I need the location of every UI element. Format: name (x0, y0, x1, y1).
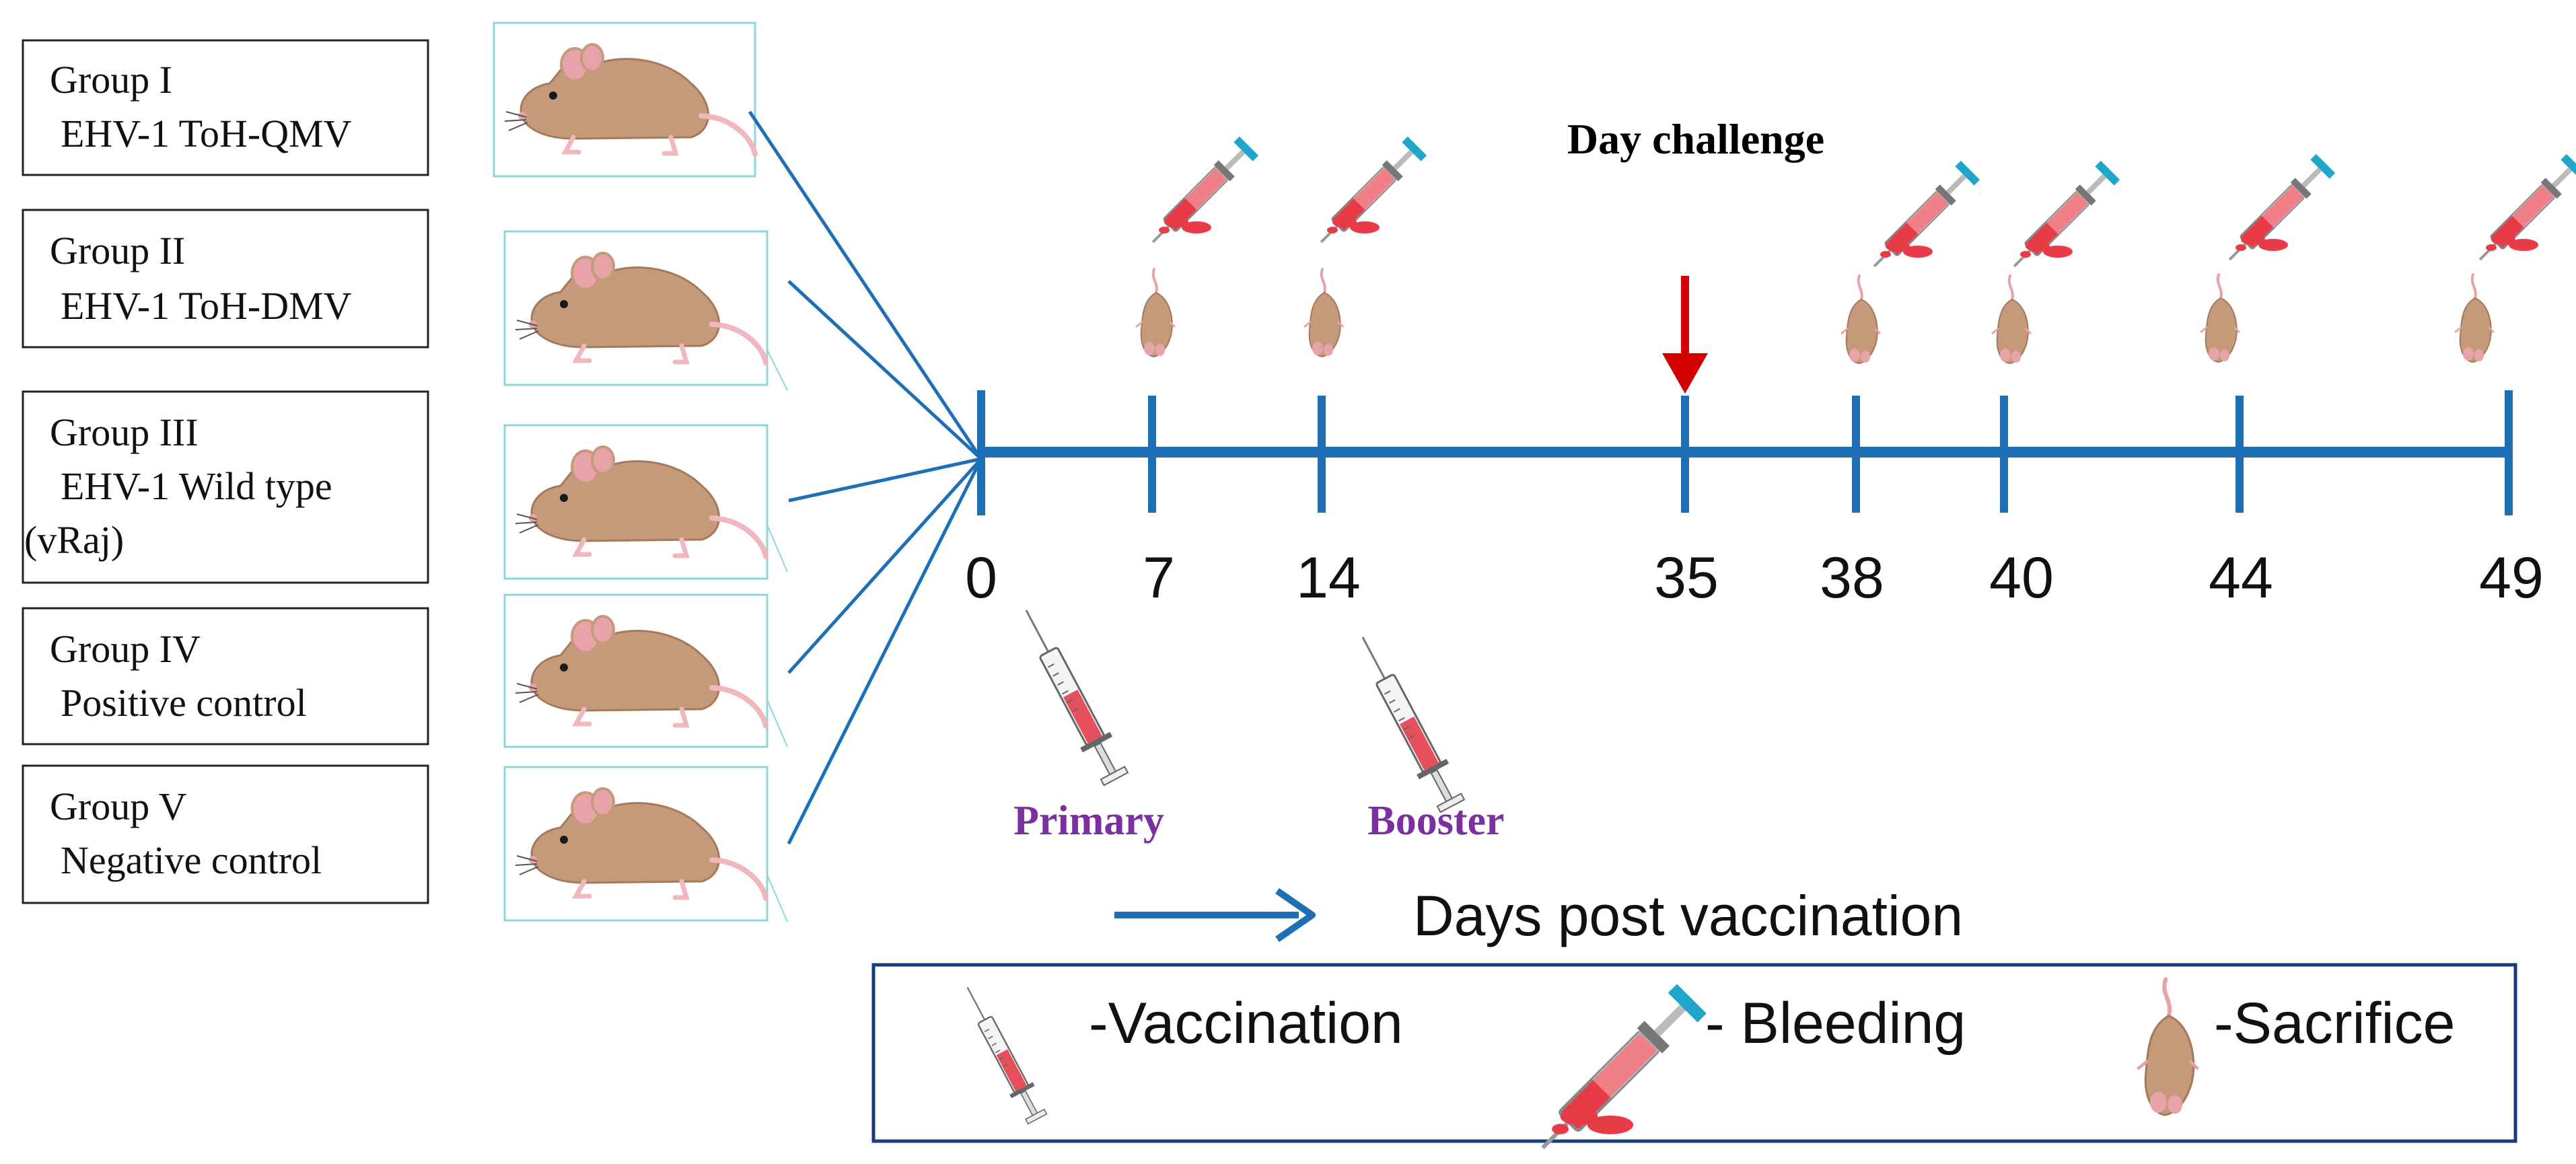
vaccination-syringe-icon (1010, 601, 1132, 788)
legend-vaccination-label: -Vaccination (1089, 991, 1403, 1056)
challenge-label: Day challenge (1567, 115, 1824, 163)
timeline-ticks: 0 7 14 35 38 40 44 49 (965, 390, 2544, 610)
day-label-44: 44 (2209, 546, 2273, 610)
day-label-40: 40 (1989, 546, 2054, 610)
bleed-sacrifice-day-49 (2454, 152, 2576, 363)
challenge-arrow-head (1662, 353, 1708, 394)
primary-dose-label: Primary (1013, 798, 1164, 844)
sacrifice-mouse-icon (1135, 268, 1176, 358)
booster-dose-label: Booster (1367, 798, 1504, 844)
timeline: 0 7 14 35 38 40 44 49 (965, 390, 2544, 610)
day-label-0: 0 (965, 546, 997, 610)
group-5-name: Group V (50, 785, 187, 828)
group-box-2: Group II EHV-1 ToH-DMV (22, 209, 429, 349)
bleeding-syringe-icon (1310, 135, 1429, 253)
vaccination-syringe-icon (1347, 628, 1468, 815)
bleed-sacrifice-day-38 (1840, 159, 1982, 365)
day-label-38: 38 (1820, 546, 1884, 610)
connector-group-1 (748, 110, 983, 460)
connector-group-4 (787, 458, 982, 674)
legend-frame (871, 963, 2517, 1143)
axis-caption-text: Days post vaccination (1413, 884, 1963, 947)
booster-vaccination: Booster (1347, 628, 1505, 844)
group-3-name: Group III (50, 410, 199, 454)
sacrifice-mouse-icon (1303, 268, 1345, 358)
sacrifice-mouse-icon (2199, 273, 2241, 363)
bleed-sacrifice-day-7 (1135, 135, 1260, 358)
group-4-treatment: Positive control (61, 681, 307, 725)
bleed-sacrifice-day-40 (1991, 159, 2122, 365)
group-4-name: Group IV (50, 627, 201, 671)
group-box-3: Group III EHV-1 Wild type (vRaj) (22, 390, 429, 584)
connector-group-3 (788, 457, 982, 503)
bleeding-sacrifice-markers (1135, 135, 2576, 365)
bleeding-syringe-icon (2219, 152, 2337, 270)
frame-tails (766, 349, 788, 922)
connector-group-2 (787, 280, 982, 460)
group-1-name: Group I (50, 58, 172, 102)
group-connectors (748, 110, 983, 845)
bleed-sacrifice-day-44 (2199, 152, 2337, 363)
group-5-treatment: Negative control (61, 838, 322, 882)
day-label-7: 7 (1143, 546, 1175, 610)
group-3-vaccine: EHV-1 Wild type (61, 464, 332, 508)
caption-arrow-head (1275, 887, 1316, 943)
sacrifice-mouse-icon (1991, 275, 2032, 365)
sacrifice-mouse-icon (1840, 275, 1882, 365)
legend: -Vaccination - Bleeding -Sacrifice (871, 963, 2517, 1163)
challenge-marker: Day challenge (1567, 115, 1824, 394)
group-3-vaccine-note: (vRaj) (24, 518, 124, 562)
day-label-14: 14 (1296, 546, 1361, 610)
group-2-vaccine: EHV-1 ToH-DMV (61, 284, 352, 328)
day-label-49: 49 (2479, 546, 2544, 610)
connector-group-5 (787, 458, 983, 845)
bleeding-syringe-icon (2003, 159, 2122, 277)
sacrifice-mouse-icon (2454, 273, 2495, 363)
mouse-frame-3 (503, 424, 767, 580)
day-label-35: 35 (1654, 546, 1719, 610)
bleed-sacrifice-day-14 (1303, 135, 1429, 358)
legend-sacrifice-label: -Sacrifice (2214, 991, 2455, 1056)
group-1-vaccine: EHV-1 ToH-QMV (61, 112, 352, 155)
group-box-5: Group V Negative control (22, 764, 429, 904)
mouse-frame-4 (503, 593, 767, 748)
bleeding-syringe-icon (2469, 152, 2576, 270)
mouse-frame-1 (493, 22, 755, 178)
mouse-frame-2 (503, 230, 767, 386)
group-box-4: Group IV Positive control (22, 607, 429, 745)
primary-vaccination: Primary (1010, 601, 1164, 844)
mouse-frame-5 (503, 766, 767, 922)
axis-caption: Days post vaccination (1114, 884, 1963, 947)
group-box-1: Group I EHV-1 ToH-QMV (22, 39, 429, 176)
legend-bleeding-label: - Bleeding (1705, 991, 1966, 1056)
group-2-name: Group II (50, 229, 185, 272)
bleeding-syringe-icon (1142, 135, 1260, 253)
bleeding-syringe-icon (1863, 159, 1982, 277)
